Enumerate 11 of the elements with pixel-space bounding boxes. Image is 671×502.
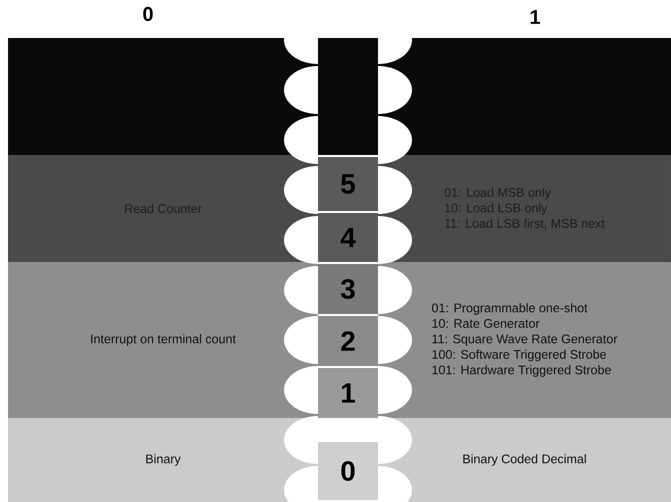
mode-band: Interrupt on terminal count — [8, 262, 318, 418]
bit-cell: 0 — [318, 442, 378, 500]
bit-cell: 4 — [318, 213, 378, 262]
mode-band: Binary — [8, 418, 318, 502]
bit-cell: 1 — [318, 368, 378, 418]
bit-cell: 2 — [318, 316, 378, 366]
mode-band: 01: Programmable one-shot 10: Rate Generator 11: Square Wave Rate Generator 100: Software Triggered Strobe 101: Hardware Triggered Strobe — [378, 262, 671, 418]
mode-band: Binary Coded Decimal — [378, 418, 671, 502]
bit-cell: 5 — [318, 157, 378, 211]
blank-cell — [318, 38, 378, 155]
bit-cell: 3 — [318, 264, 378, 314]
